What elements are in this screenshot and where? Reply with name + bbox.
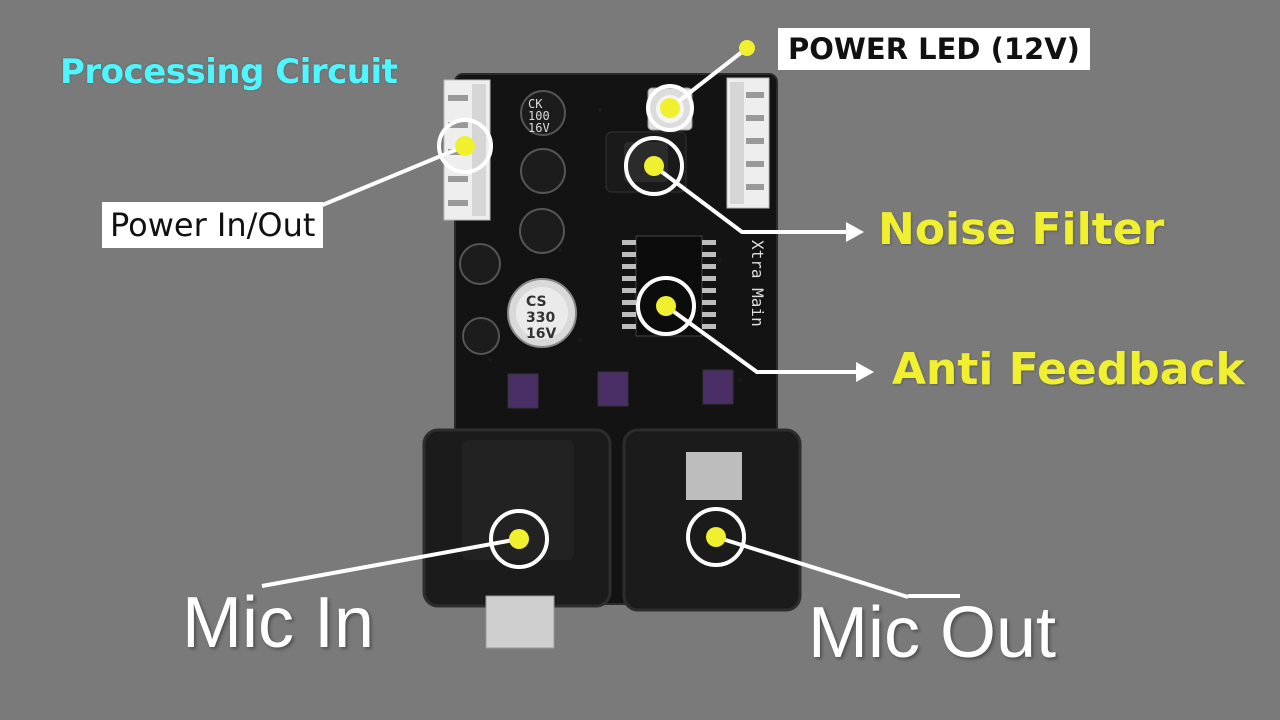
small-ics — [507, 369, 734, 409]
label-power-in-out: Power In/Out — [102, 202, 324, 248]
cap-marking-big: 330 — [526, 310, 555, 326]
pointer-line-mic-in — [261, 537, 520, 588]
callout-ring-anti-feedback — [636, 276, 696, 336]
pointer-line-mic-out — [715, 535, 909, 599]
mic-out-overbar — [908, 594, 960, 598]
marker-dot-power-led-end — [739, 40, 755, 56]
callout-ring-mic-out — [686, 507, 746, 567]
marker-dot-mic-out — [706, 527, 726, 547]
cap-marking: 16V — [528, 121, 550, 135]
board-side-text: Xtra Main — [748, 240, 767, 327]
capacitors — [459, 90, 577, 355]
marker-dot-power-io — [455, 136, 475, 156]
pointer-line-power-led — [668, 46, 749, 110]
pointer-line-anti-feedback — [664, 304, 858, 374]
arrow-head-anti-feedback — [856, 362, 874, 382]
callout-ring-power-led — [646, 84, 694, 132]
label-noise-filter: Noise Filter — [878, 204, 1165, 255]
cap-marking: CK — [528, 97, 543, 111]
cap-marking-big: 16V — [526, 326, 556, 342]
connector-j3 — [726, 77, 770, 209]
marker-dot-noise-filter — [644, 156, 664, 176]
xlr-mic-out — [622, 428, 802, 612]
xlr-mic-in — [422, 428, 612, 649]
callout-ring-power-io — [437, 118, 493, 174]
marker-dot-mic-in — [509, 529, 529, 549]
pointer-line-noise-filter — [652, 164, 848, 234]
arrow-head-noise-filter — [846, 222, 864, 242]
label-anti-feedback: Anti Feedback — [892, 344, 1245, 395]
callout-ring-noise-filter — [624, 136, 684, 196]
ic-u5 — [622, 235, 716, 337]
cap-marking-big: CS — [526, 294, 547, 310]
callout-ring-mic-in — [489, 509, 549, 569]
page-title: Processing Circuit — [60, 52, 398, 92]
marker-dot-power-led — [660, 98, 680, 118]
label-power-led: POWER LED (12V) — [778, 28, 1090, 70]
label-mic-in: Mic In — [182, 583, 375, 663]
label-mic-out: Mic Out — [808, 593, 1057, 673]
cap-marking: 100 — [528, 109, 550, 123]
pointer-line-power-io — [319, 144, 466, 208]
marker-dot-anti-feedback — [656, 296, 676, 316]
